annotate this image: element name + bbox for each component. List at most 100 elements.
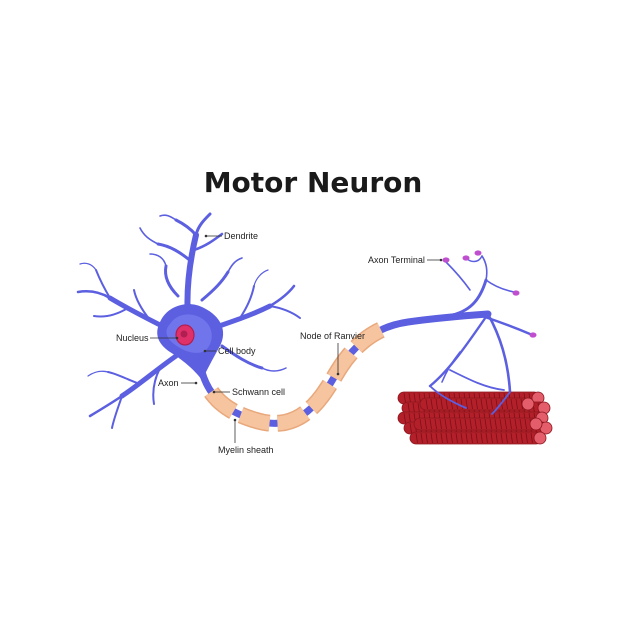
muscle-striation	[509, 418, 512, 430]
muscle-striation	[504, 418, 507, 430]
muscle-striation	[434, 418, 437, 430]
muscle-striation	[415, 432, 418, 444]
muscle-striation	[425, 432, 428, 444]
muscle-striation	[525, 432, 528, 444]
muscle-fiber-end	[533, 431, 547, 445]
label-cell-body: Cell body	[218, 346, 256, 356]
muscle-striation	[417, 402, 420, 414]
muscle-fiber-end	[529, 417, 543, 431]
myelin-segment-fill	[205, 387, 238, 418]
muscle-striation	[485, 432, 488, 444]
muscle-striation	[409, 422, 412, 434]
terminal-bouton	[529, 332, 537, 338]
muscle-striation	[510, 432, 513, 444]
muscle-striation	[470, 432, 473, 444]
synaptic-boutons	[442, 250, 537, 338]
muscle-striation	[479, 418, 482, 430]
muscle-striation	[419, 418, 422, 430]
terminal-bouton	[512, 290, 520, 296]
myelin-segment-fill	[351, 323, 385, 353]
muscle-striation	[515, 432, 518, 444]
muscle-striation	[449, 418, 452, 430]
muscle-striation	[480, 432, 483, 444]
terminal-bouton	[474, 250, 482, 256]
label-schwann-cell: Schwann cell	[232, 387, 285, 397]
muscle-striation	[424, 418, 427, 430]
myelin-sheath	[204, 322, 385, 432]
muscle-striation	[505, 432, 508, 444]
muscle-striation	[510, 398, 513, 410]
muscle-striation	[459, 418, 462, 430]
muscle-striation	[490, 432, 493, 444]
muscle-striation	[444, 418, 447, 430]
muscle-striation	[440, 432, 443, 444]
muscle-fiber-end	[521, 397, 535, 411]
axon-terminal-branches	[428, 255, 532, 394]
muscle-striation	[499, 418, 502, 430]
muscle-striation	[480, 398, 483, 410]
muscle-striation	[408, 392, 411, 404]
muscle-striation	[469, 418, 472, 430]
muscle-striation	[475, 432, 478, 444]
muscle-striation	[485, 398, 488, 410]
muscle-striation	[440, 398, 443, 410]
muscle-striation	[445, 398, 448, 410]
label-myelin-sheath: Myelin sheath	[218, 445, 274, 455]
muscle-striation	[494, 418, 497, 430]
muscle-striation	[403, 412, 406, 424]
muscle-striation	[465, 432, 468, 444]
muscle-striation	[464, 418, 467, 430]
label-nucleus: Nucleus	[116, 333, 149, 343]
muscle-striation	[474, 418, 477, 430]
myelin-segment-fill	[306, 380, 336, 414]
muscle-striation	[484, 418, 487, 430]
muscle-striation	[425, 398, 428, 410]
label-dendrite: Dendrite	[224, 231, 258, 241]
muscle-striation	[495, 432, 498, 444]
muscle-striation	[403, 392, 406, 404]
label-axon: Axon	[158, 378, 179, 388]
muscle-striation	[454, 418, 457, 430]
muscle-striation	[445, 432, 448, 444]
muscle-striation	[430, 398, 433, 410]
muscle-striation	[515, 398, 518, 410]
label-node-of-ranvier: Node of Ranvier	[300, 331, 365, 341]
muscle-striation	[430, 432, 433, 444]
muscle-striation	[489, 418, 492, 430]
muscle-striation	[413, 392, 416, 404]
myelin-segment-fill	[238, 408, 271, 431]
muscle-striation	[465, 398, 468, 410]
muscle-striation	[519, 418, 522, 430]
muscle-striation	[514, 418, 517, 430]
muscle-striation	[524, 418, 527, 430]
muscle-striation	[420, 432, 423, 444]
muscle-striation	[470, 398, 473, 410]
nucleolus	[180, 330, 188, 338]
muscle-striation	[460, 432, 463, 444]
muscle-striation	[435, 432, 438, 444]
terminal-bouton	[442, 257, 450, 263]
muscle-striation	[408, 412, 411, 424]
muscle-striation	[475, 398, 478, 410]
muscle-striation	[439, 418, 442, 430]
diagram-title: Motor Neuron	[204, 166, 423, 199]
muscle-striation	[429, 418, 432, 430]
labels: Dendrite Axon Terminal Nucleus Cell body…	[116, 231, 443, 455]
muscle-striation	[412, 402, 415, 414]
label-axon-terminal: Axon Terminal	[368, 255, 425, 265]
muscle-striation	[455, 432, 458, 444]
muscle-striation	[505, 398, 508, 410]
muscle-striation	[490, 398, 493, 410]
neuromuscular-branches	[429, 369, 511, 415]
muscle-striation	[407, 402, 410, 414]
muscle-fiber-bundle	[397, 391, 553, 445]
muscle-striation	[450, 432, 453, 444]
myelin-segment-fill	[327, 348, 357, 381]
muscle-striation	[530, 432, 533, 444]
myelin-segment-fill	[277, 407, 310, 431]
muscle-striation	[520, 432, 523, 444]
muscle-striation	[500, 432, 503, 444]
muscle-striation	[435, 398, 438, 410]
terminal-bouton	[462, 255, 470, 261]
